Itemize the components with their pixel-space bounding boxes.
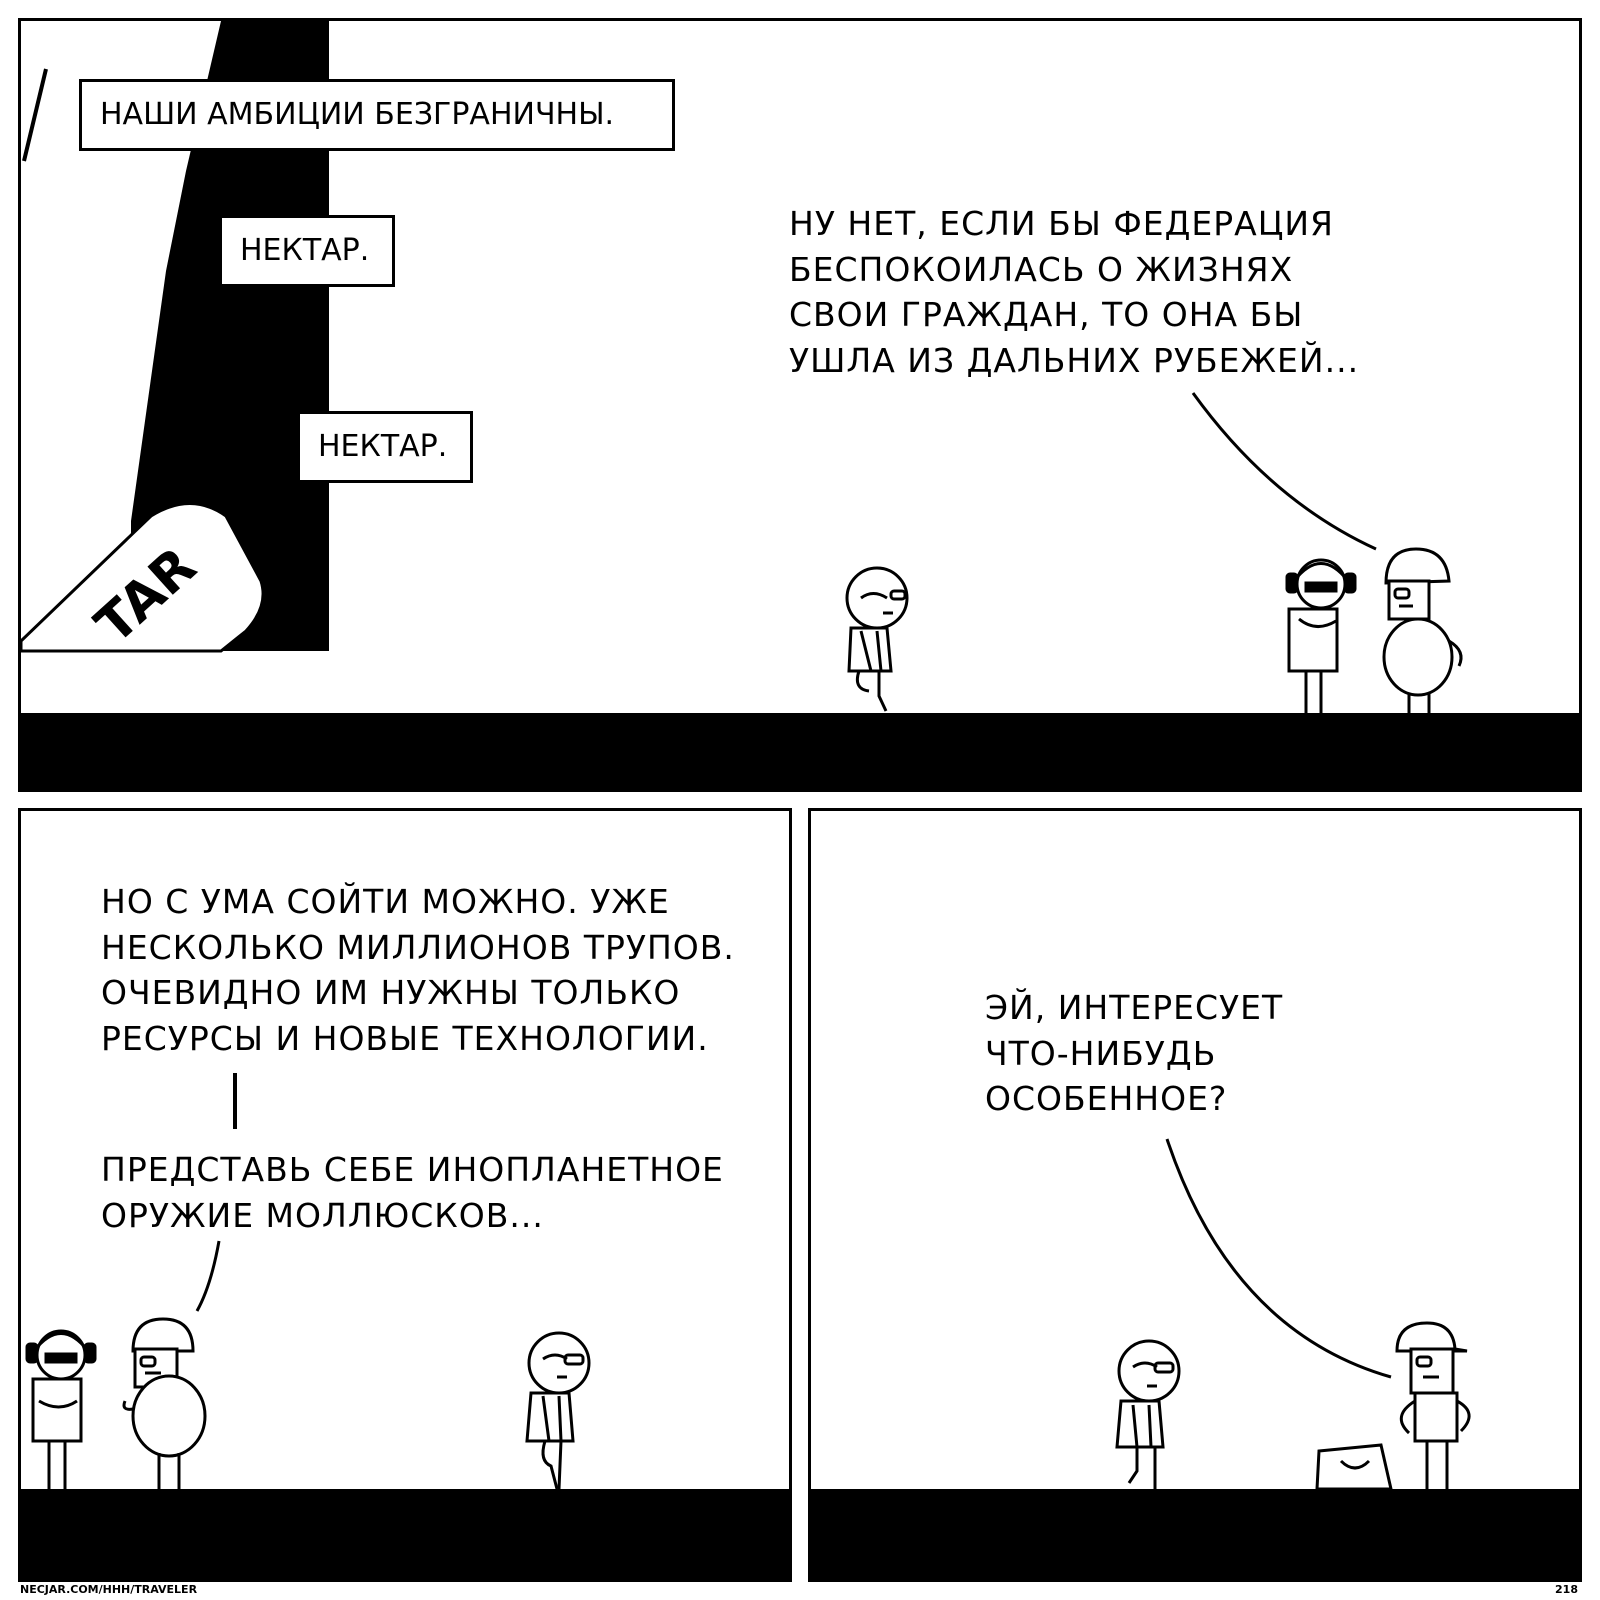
panel-1-art: TAR (21, 21, 1579, 789)
panel-2-art (21, 1073, 789, 1579)
comic-panel-3: ЭЙ, ИНТЕРЕСУЕТ ЧТО-НИБУДЬ ОСОБЕННОЕ? (808, 808, 1582, 1582)
speech-line: СВОИ ГРАЖДАН, ТО ОНА БЫ (789, 295, 1304, 335)
shopping-bag (1315, 1443, 1393, 1491)
speech-tail (1165, 1138, 1392, 1379)
speech-line: НЕСКОЛЬКО МИЛЛИОНОВ ТРУПОВ. (101, 927, 735, 967)
caption-text: НЕКТАР. (240, 233, 370, 268)
character-round-head (525, 1331, 591, 1490)
caption-box-nectar-1: НЕКТАР. (219, 215, 395, 287)
speech-line: ОСОБЕННОЕ? (985, 1079, 1228, 1119)
speech-line: ЧТО-НИБУДЬ (985, 1033, 1217, 1073)
speech-tail (195, 1240, 221, 1312)
nectar-can: TAR (21, 502, 265, 656)
character-vendor (1395, 1321, 1471, 1489)
comic-panel-1: TAR (18, 18, 1582, 792)
speech-line: БЕСПОКОИЛАСЬ О ЖИЗНЯХ (789, 249, 1294, 289)
speech-line: НО С УМА СОЙТИ МОЖНО. УЖЕ (101, 882, 670, 921)
character-block-head (1382, 547, 1463, 713)
speech-line: ЭЙ, ИНТЕРЕСУЕТ (985, 988, 1284, 1027)
speech-line: ОЧЕВИДНО ИМ НУЖНЫ ТОЛЬКО (101, 973, 681, 1013)
character-headphones (25, 1329, 97, 1489)
character-round-head (845, 566, 909, 712)
ground (811, 1489, 1579, 1579)
caption-box-ambitions: НАШИ АМБИЦИИ БЕЗГРАНИЧНЫ. (79, 79, 675, 151)
comic-panel-2: НО С УМА СОЙТИ МОЖНО. УЖЕ НЕСКОЛЬКО МИЛЛ… (18, 808, 792, 1582)
speech-special-offer: ЭЙ, ИНТЕРЕСУЕТ ЧТО-НИБУДЬ ОСОБЕННОЕ? (985, 985, 1283, 1122)
edge-mark (22, 68, 48, 162)
page-number: 218 (1555, 1583, 1578, 1596)
dark-beam (131, 21, 329, 651)
panel-3-art (811, 1138, 1579, 1579)
speech-federation: НУ НЕТ, ЕСЛИ БЫ ФЕДЕРАЦИЯ БЕСПОКОИЛАСЬ О… (789, 201, 1359, 383)
caption-box-nectar-2: НЕКТАР. (297, 411, 473, 483)
speech-line: РЕСУРСЫ И НОВЫЕ ТЕХНОЛОГИИ. (101, 1018, 709, 1058)
speech-line: УШЛА ИЗ ДАЛЬНИХ РУБЕЖЕЙ... (789, 340, 1360, 380)
ground (21, 1489, 789, 1579)
character-block-head (122, 1317, 207, 1489)
speech-mollusk-weapon: ПРЕДСТАВЬ СЕБЕ ИНОПЛАНЕТНОЕ ОРУЖИЕ МОЛЛЮ… (101, 1147, 724, 1238)
ground (21, 713, 1579, 789)
character-headphones (1285, 558, 1357, 713)
speech-corpses: НО С УМА СОЙТИ МОЖНО. УЖЕ НЕСКОЛЬКО МИЛЛ… (101, 879, 735, 1061)
character-round-head (1115, 1339, 1181, 1489)
speech-line: НУ НЕТ, ЕСЛИ БЫ ФЕДЕРАЦИЯ (789, 204, 1334, 243)
caption-text: НЕКТАР. (318, 429, 448, 464)
speech-line: ОРУЖИЕ МОЛЛЮСКОВ... (101, 1195, 544, 1235)
caption-text: НАШИ АМБИЦИИ БЕЗГРАНИЧНЫ. (100, 97, 615, 132)
footer-url: NECJAR.COM/HHH/TRAVELER (20, 1583, 198, 1596)
speech-tail (1191, 392, 1377, 551)
speech-line: ПРЕДСТАВЬ СЕБЕ ИНОПЛАНЕТНОЕ (101, 1150, 724, 1189)
